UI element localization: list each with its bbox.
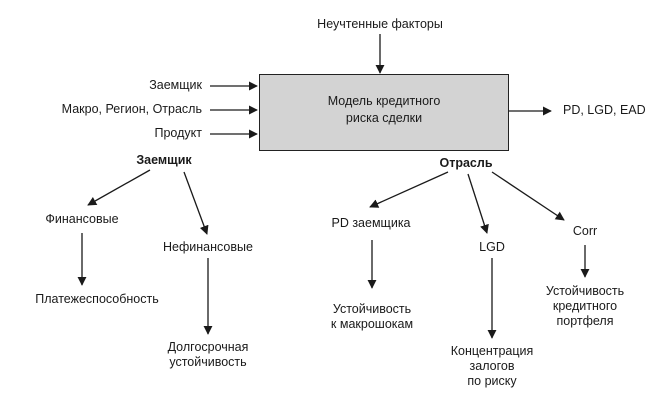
- arrow-borrower-nonfinancial: [183, 171, 209, 235]
- corr-label: Corr: [572, 224, 598, 238]
- model-box: Модель кредитного риска сделки: [259, 74, 509, 151]
- lgd-label: LGD: [479, 240, 505, 254]
- top-input-label: Неучтенные факторы: [317, 17, 443, 31]
- lgd-child-label: Концентрация залогов по риску: [450, 344, 534, 388]
- arrow-industry-corr: [491, 171, 565, 221]
- input-label-macro: Макро, Регион, Отрасль: [61, 102, 202, 116]
- input-label-product: Продукт: [154, 126, 203, 140]
- borrower-heading: Заемщик: [136, 153, 192, 167]
- model-box-label: Модель кредитного риска сделки: [327, 94, 441, 125]
- pd-child-label: Устойчивость к макрошокам: [330, 302, 414, 331]
- arrow-industry-lgd: [467, 173, 489, 234]
- corr-child-label: Устойчивость кредитного портфеля: [545, 284, 625, 328]
- arrow-industry-pd: [369, 171, 449, 208]
- pd-label: PD заемщика: [331, 216, 411, 230]
- industry-heading: Отрасль: [439, 156, 493, 170]
- solvency-label: Платежеспособность: [35, 292, 159, 306]
- output-label: PD, LGD, EAD: [563, 103, 646, 117]
- arrow-borrower-financial: [87, 169, 151, 206]
- nonfinancial-label: Нефинансовые: [163, 240, 253, 254]
- financial-label: Финансовые: [45, 212, 119, 226]
- longterm-label: Долгосрочная устойчивость: [167, 340, 249, 369]
- input-label-borrower: Заемщик: [149, 78, 202, 92]
